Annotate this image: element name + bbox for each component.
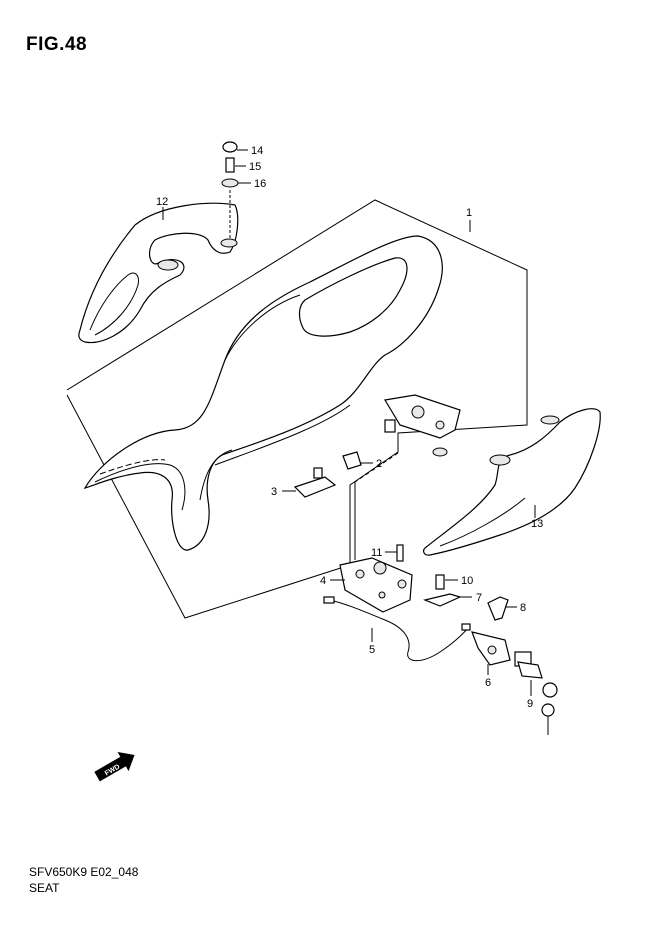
callout-15: 15 xyxy=(249,161,261,173)
stopper-part xyxy=(293,467,337,498)
assembly-box xyxy=(66,199,528,619)
figure-caption: SEAT xyxy=(29,881,60,895)
callout-9: 9 xyxy=(527,698,533,710)
callout-1: 1 xyxy=(466,207,472,219)
bolt-stack xyxy=(221,141,239,238)
callouts: 1 2 3 4 5 6 7 8 9 10 11 12 13 14 15 16 xyxy=(156,145,543,710)
cushion-part xyxy=(342,451,362,470)
callout-14: 14 xyxy=(251,145,263,157)
latch-part xyxy=(339,557,413,613)
grab-rail-left xyxy=(78,202,239,344)
callout-2: 2 xyxy=(376,458,382,470)
callout-10: 10 xyxy=(461,575,473,587)
figure-title: FIG.48 xyxy=(26,34,88,55)
seat-lock-cable xyxy=(323,596,471,662)
seat-bracket xyxy=(384,394,461,457)
lock-set-part xyxy=(514,651,558,735)
callout-5: 5 xyxy=(369,644,375,656)
callout-6: 6 xyxy=(485,677,491,689)
seat-part xyxy=(83,235,443,551)
grab-rail-right xyxy=(423,408,601,556)
callout-11: 11 xyxy=(371,547,382,559)
callout-7: 7 xyxy=(476,592,482,604)
callout-3: 3 xyxy=(271,486,277,498)
callout-12: 12 xyxy=(156,196,168,208)
fwd-arrow-icon: FWD xyxy=(94,751,135,782)
callout-4: 4 xyxy=(320,575,326,587)
callout-8: 8 xyxy=(520,602,526,614)
figure-code: SFV650K9 E02_048 xyxy=(29,865,139,879)
callout-13: 13 xyxy=(531,518,543,530)
callout-16: 16 xyxy=(254,178,266,190)
